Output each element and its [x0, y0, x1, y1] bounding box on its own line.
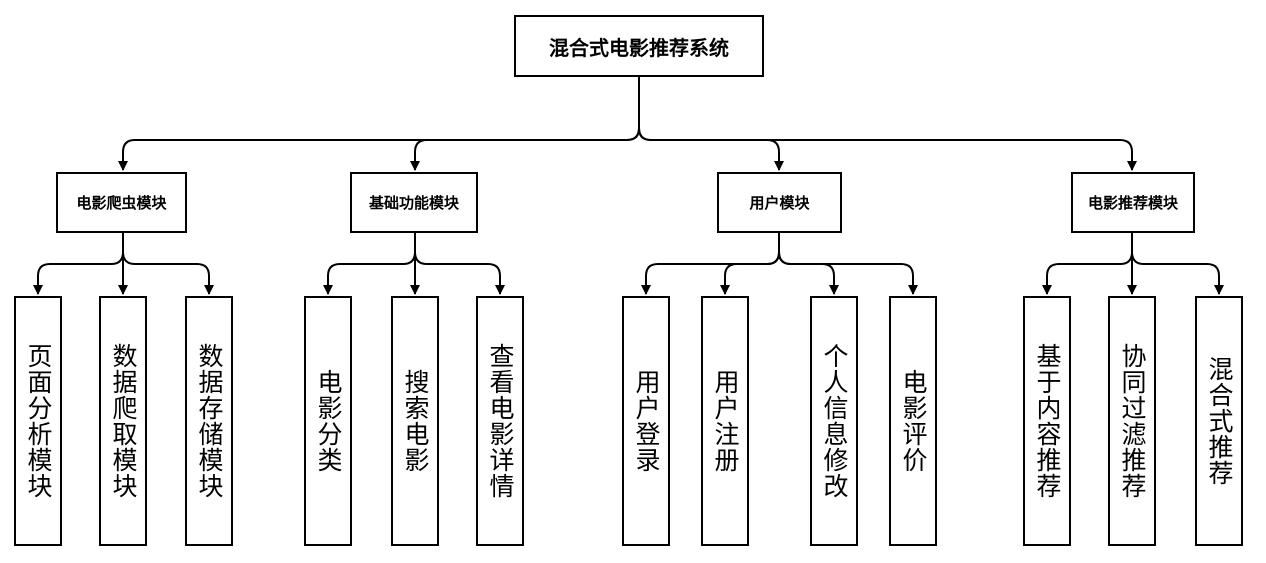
edge-m3-c0	[1042, 233, 1133, 295]
leaf-label: 协同过滤推荐	[1118, 343, 1147, 499]
module-node-basic: 基础功能模块	[350, 172, 478, 233]
edge-m0-c0	[33, 233, 124, 295]
edge-m0-c2	[122, 233, 214, 295]
leaf-user-login: 用户登录	[622, 296, 670, 546]
leaf-label: 搜索电影	[401, 369, 430, 473]
leaf-page-analysis: 页面分析模块	[14, 296, 62, 546]
leaf-label: 个人信息修改	[820, 343, 849, 499]
root-label: 混合式电影推荐系统	[549, 35, 729, 60]
leaf-hybrid: 混合式推荐	[1195, 296, 1243, 546]
module-node-crawler: 电影爬虫模块	[56, 172, 187, 233]
edge-m1-c0	[323, 233, 416, 295]
leaf-data-crawl: 数据爬取模块	[99, 296, 147, 546]
leaf-label: 电影评价	[899, 369, 928, 473]
edge-root-m1	[410, 77, 640, 171]
leaf-movie-rating: 电影评价	[889, 296, 937, 546]
root-node: 混合式电影推荐系统	[514, 15, 764, 77]
edge-root-m2	[638, 77, 784, 171]
leaf-label: 用户注册	[711, 369, 740, 473]
edge-m2-c3	[778, 233, 918, 295]
leaf-label: 查看电影详情	[486, 343, 515, 499]
leaf-movie-detail: 查看电影详情	[476, 296, 524, 546]
edge-root-m3	[638, 77, 1137, 171]
leaf-label: 数据存储模块	[195, 343, 224, 499]
edge-m2-c1	[720, 233, 780, 295]
leaf-movie-category: 电影分类	[304, 296, 352, 546]
leaf-search-movie: 搜索电影	[391, 296, 439, 546]
module-node-recommend: 电影推荐模块	[1071, 172, 1195, 233]
leaf-collaborative: 协同过滤推荐	[1108, 296, 1156, 546]
leaf-label: 用户登录	[632, 369, 661, 473]
module-label: 用户模块	[749, 194, 810, 212]
leaf-user-register: 用户注册	[701, 296, 749, 546]
leaf-content-based: 基于内容推荐	[1023, 296, 1071, 546]
leaf-profile-edit: 个人信息修改	[810, 296, 858, 546]
leaf-label: 电影分类	[314, 369, 343, 473]
leaf-data-storage: 数据存储模块	[185, 296, 233, 546]
edge-m1-c2	[414, 233, 505, 295]
module-label: 电影爬虫模块	[76, 194, 167, 212]
edge-root-m0	[118, 77, 640, 171]
module-label: 基础功能模块	[368, 194, 459, 212]
leaf-label: 混合式推荐	[1205, 356, 1234, 486]
module-node-user: 用户模块	[717, 172, 842, 233]
module-label: 电影推荐模块	[1087, 194, 1178, 212]
leaf-label: 基于内容推荐	[1033, 343, 1062, 499]
leaf-label: 页面分析模块	[24, 343, 53, 499]
leaf-label: 数据爬取模块	[109, 343, 138, 499]
edge-m3-c2	[1131, 233, 1224, 295]
